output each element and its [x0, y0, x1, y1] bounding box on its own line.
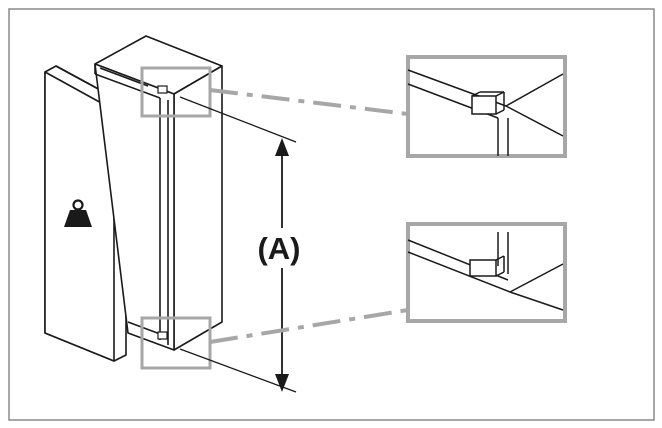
- bottom-hinge-callout: [406, 222, 567, 323]
- top-callout-leader: [209, 88, 409, 116]
- cabinet-body: [94, 35, 223, 351]
- bottom-callout-leader: [209, 308, 409, 344]
- dimension-label-bg: [246, 228, 312, 268]
- top-hinge-block: [157, 85, 168, 94]
- weight-icon: [64, 199, 92, 227]
- dimension-label: (A): [257, 231, 300, 266]
- bottom-hinge-highlight: [140, 316, 212, 370]
- callout-leaders: [209, 88, 409, 344]
- dimension-extension-lines: [179, 96, 297, 393]
- bottom-hinge-block: [157, 331, 168, 340]
- top-hinge-callout: [406, 55, 567, 158]
- outer-border: [8, 8, 655, 421]
